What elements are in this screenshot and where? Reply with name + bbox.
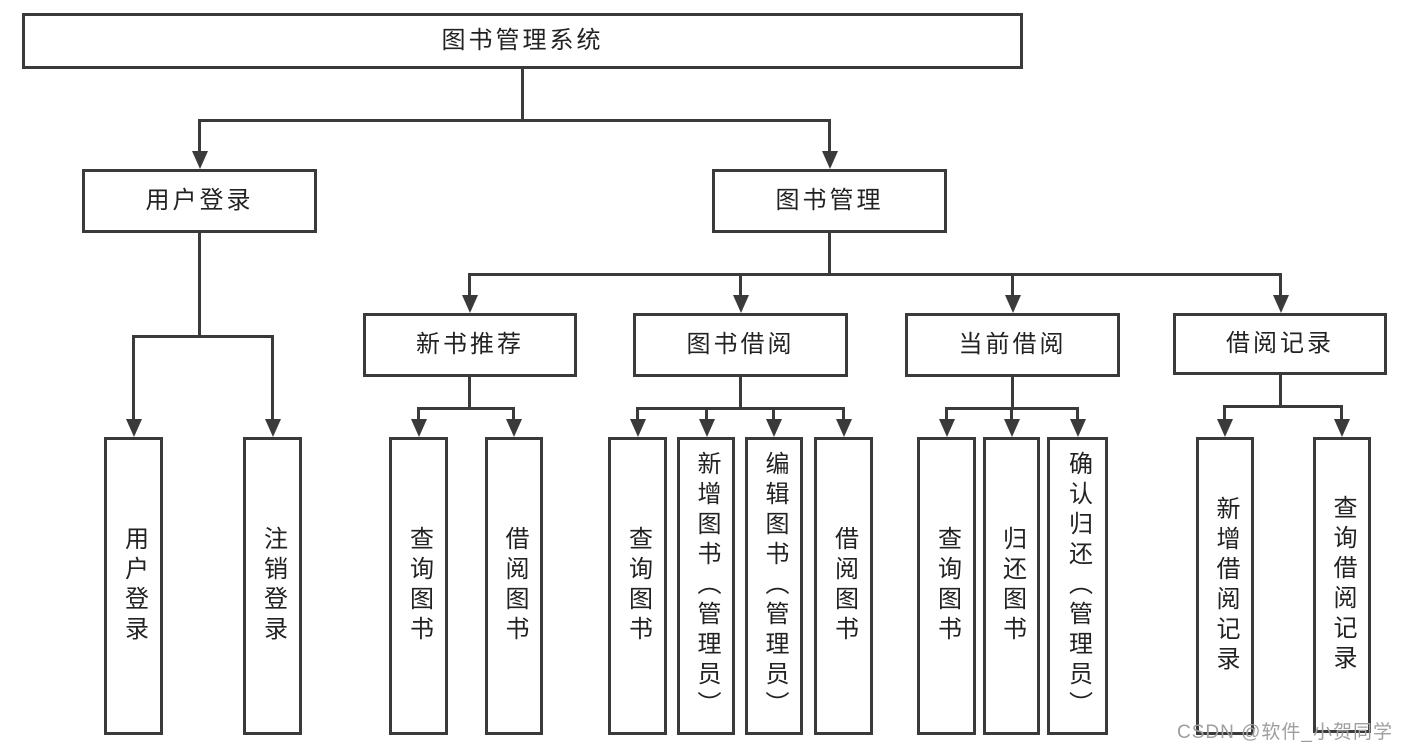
leaf-user-login: 用户登录	[104, 437, 163, 735]
connector-line	[468, 377, 471, 409]
leaf-query-book-3-label: 查询图书	[933, 526, 961, 646]
arrow-down-icon	[698, 407, 715, 437]
leaf-edit-book-admin-label: 编辑图书（管理员）	[761, 451, 788, 721]
arrow-down-icon	[461, 273, 478, 313]
arrow-down-icon	[410, 407, 427, 437]
arrow-down-icon	[1004, 273, 1021, 313]
leaf-borrow-book-2-label: 借阅图书	[830, 526, 858, 646]
connector-line	[739, 377, 742, 409]
book-management-box: 图书管理	[712, 169, 947, 233]
leaf-add-book-admin-label: 新增图书（管理员）	[693, 451, 720, 721]
arrow-down-icon	[1216, 405, 1233, 437]
current-borrow-box: 当前借阅	[905, 313, 1120, 377]
leaf-logout-label: 注销登录	[259, 526, 287, 646]
leaf-add-borrow-record: 新增借阅记录	[1196, 437, 1254, 735]
arrow-down-icon	[938, 407, 955, 437]
connector-line	[636, 407, 845, 410]
leaf-query-book-2-label: 查询图书	[624, 526, 652, 646]
leaf-add-borrow-record-label: 新增借阅记录	[1212, 496, 1239, 676]
connector-line	[198, 233, 201, 337]
leaf-return-book-label: 归还图书	[998, 526, 1026, 646]
leaf-borrow-book-1: 借阅图书	[485, 437, 543, 735]
leaf-return-book: 归还图书	[983, 437, 1040, 735]
arrow-down-icon	[264, 335, 281, 437]
arrow-down-icon	[765, 407, 782, 437]
leaf-add-book-admin: 新增图书（管理员）	[677, 437, 735, 735]
leaf-query-borrow-record: 查询借阅记录	[1313, 437, 1371, 733]
watermark-text: CSDN @软件_小贺同学	[1177, 722, 1393, 743]
borrow-record-box: 借阅记录	[1173, 313, 1387, 375]
arrow-down-icon	[125, 335, 142, 437]
connector-line	[198, 119, 831, 122]
leaf-confirm-return-admin: 确认归还（管理员）	[1047, 437, 1108, 735]
arrow-down-icon	[505, 407, 522, 437]
arrow-down-icon	[191, 119, 208, 169]
system-root-label: 图书管理系统	[441, 27, 604, 54]
leaf-logout: 注销登录	[243, 437, 302, 735]
borrow-record-label: 借阅记录	[1226, 330, 1334, 357]
leaf-query-borrow-record-label: 查询借阅记录	[1329, 495, 1356, 675]
connector-line	[132, 335, 274, 338]
arrow-down-icon	[1272, 273, 1289, 313]
current-borrow-label: 当前借阅	[958, 331, 1067, 358]
connector-line	[1223, 405, 1343, 408]
arrow-down-icon	[629, 407, 646, 437]
leaf-borrow-book-1-label: 借阅图书	[501, 526, 528, 646]
leaf-edit-book-admin: 编辑图书（管理员）	[745, 437, 803, 735]
connector-line	[1279, 375, 1282, 407]
arrow-down-icon	[1003, 407, 1020, 437]
book-management-label: 图书管理	[775, 187, 884, 214]
leaf-query-book-3: 查询图书	[917, 437, 976, 735]
connector-line	[828, 233, 831, 275]
leaf-query-book-2: 查询图书	[608, 437, 667, 735]
book-borrow-label: 图书借阅	[686, 331, 795, 358]
leaf-borrow-book-2: 借阅图书	[814, 437, 873, 735]
user-login-label: 用户登录	[145, 187, 254, 214]
arrow-down-icon	[835, 407, 852, 437]
system-root-box: 图书管理系统	[22, 13, 1023, 69]
new-book-recommend-label: 新书推荐	[416, 331, 524, 358]
connector-line	[1011, 377, 1014, 409]
arrow-down-icon	[1333, 405, 1350, 437]
book-borrow-box: 图书借阅	[633, 313, 848, 377]
connector-line	[468, 273, 1282, 276]
arrow-down-icon	[821, 119, 838, 169]
leaf-query-book-1: 查询图书	[389, 437, 448, 735]
leaf-confirm-return-admin-label: 确认归还（管理员）	[1064, 451, 1092, 721]
arrow-down-icon	[1069, 407, 1086, 437]
connector-line	[521, 69, 524, 121]
arrow-down-icon	[732, 273, 749, 313]
user-login-box: 用户登录	[82, 169, 317, 233]
leaf-user-login-label: 用户登录	[120, 526, 148, 646]
leaf-query-book-1-label: 查询图书	[405, 526, 433, 646]
new-book-recommend-box: 新书推荐	[363, 313, 577, 377]
connector-line	[417, 407, 515, 410]
